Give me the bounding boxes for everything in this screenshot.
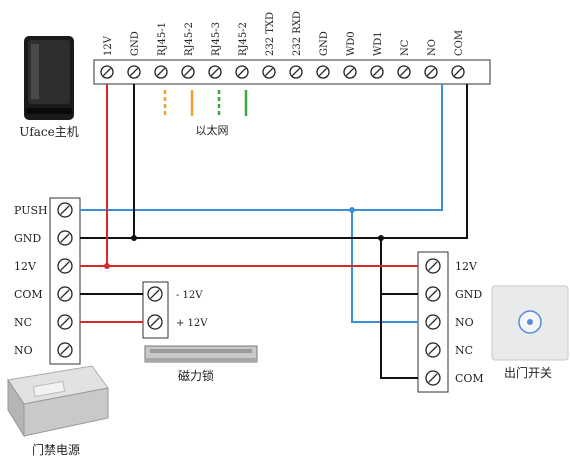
- exit-button-image: [491, 285, 569, 361]
- power-supply-terminal-screw: [57, 286, 73, 302]
- top-terminal-screw: [127, 65, 141, 79]
- top-terminal-screw: [424, 65, 438, 79]
- exit-button-terminal-screw: [425, 370, 441, 386]
- maglock-terminal-label: + 12V: [176, 318, 208, 329]
- top-terminal-screw: [316, 65, 330, 79]
- power-supply-terminal-label: COM: [14, 288, 43, 301]
- exit-button-terminal-screw: [425, 314, 441, 330]
- top-terminal-label: RJ45-1: [157, 22, 168, 56]
- power-supply-label: 门禁电源: [32, 442, 80, 457]
- power-supply-terminal-label: NO: [14, 344, 33, 357]
- top-terminal-label: 232 RXD: [292, 11, 303, 56]
- top-terminal-screw: [208, 65, 222, 79]
- power-supply-terminal-screw: [57, 202, 73, 218]
- top-terminal-label: 12V: [103, 35, 114, 56]
- wire-junctions: [104, 207, 384, 269]
- top-terminal-label: WD0: [346, 31, 357, 56]
- top-terminal-screw: [100, 65, 114, 79]
- maglock-terminal-screw: [147, 314, 163, 330]
- power-supply-terminal-screw: [57, 230, 73, 246]
- exit-button-terminal-block: 12V GND NO NC COM: [417, 251, 484, 393]
- exit-button-terminal-screw: [425, 258, 441, 274]
- exit-button-terminal-label: 12V: [455, 260, 478, 273]
- power-supply-terminal-label: NC: [14, 316, 32, 329]
- maglock-image: [144, 345, 258, 363]
- top-terminal-block: 12V GND RJ45-1 RJ45-2 RJ45-3 RJ45-2 232 TXD 232…: [93, 11, 491, 85]
- top-terminal-screw: [181, 65, 195, 79]
- top-terminal-screw: [289, 65, 303, 79]
- power-supply-terminal-label: PUSH: [14, 204, 48, 217]
- uface-label: Uface主机: [19, 125, 79, 139]
- top-terminal-label: NO: [427, 39, 438, 56]
- maglock-terminal-screw: [147, 286, 163, 302]
- top-terminal-label: 232 TXD: [265, 12, 276, 56]
- exit-button-terminal-screw: [425, 342, 441, 358]
- power-supply-terminal-screw: [57, 342, 73, 358]
- power-supply-terminal-label: GND: [14, 232, 41, 245]
- top-terminal-label: WD1: [373, 31, 384, 56]
- top-terminal-screw: [397, 65, 411, 79]
- maglock-label: 磁力锁: [178, 368, 214, 383]
- wire-push-to-exit-no: [351, 210, 418, 323]
- top-terminal-label: RJ45-2: [238, 22, 249, 56]
- power-supply-terminal-label: 12V: [14, 260, 37, 273]
- top-terminal-screw: [370, 65, 384, 79]
- junction-blue: [349, 207, 355, 213]
- top-terminal-label: RJ45-3: [211, 22, 222, 56]
- top-terminal-label: COM: [454, 30, 465, 56]
- exit-button-terminal-screw: [425, 286, 441, 302]
- exit-button-terminal-label: NO: [455, 316, 474, 329]
- power-supply-terminal-screw: [57, 258, 73, 274]
- top-terminal-screw: [451, 65, 465, 79]
- wire-push-to-no: [80, 84, 443, 211]
- wire-gnd-to-com: [134, 84, 468, 239]
- top-terminal-screw: [235, 65, 249, 79]
- top-terminal-screw: [154, 65, 168, 79]
- junction-black-top: [131, 235, 137, 241]
- power-supply-terminal-screw: [57, 314, 73, 330]
- wires: [80, 84, 468, 379]
- ethernet-label: 以太网: [196, 124, 229, 137]
- junction-black-right: [378, 235, 384, 241]
- power-supply-image: [7, 365, 109, 438]
- power-supply-terminal-block: PUSH GND 12V COM NC NO: [14, 197, 81, 365]
- junction-red: [104, 263, 110, 269]
- top-terminal-screw: [262, 65, 276, 79]
- maglock-terminal-label: - 12V: [176, 290, 203, 301]
- top-terminal-screw: [343, 65, 357, 79]
- exit-button-label: 出门开关: [504, 365, 552, 380]
- maglock-terminal-block: - 12V + 12V: [142, 281, 208, 339]
- wire-gnd-to-exit: [380, 238, 418, 379]
- exit-button-terminal-label: GND: [455, 288, 482, 301]
- exit-button-terminal-label: COM: [455, 372, 484, 385]
- uface-device-image: [24, 36, 74, 120]
- top-terminal-label: RJ45-2: [184, 22, 195, 56]
- exit-button-terminal-label: NC: [455, 344, 473, 357]
- top-terminal-label: NC: [400, 39, 411, 56]
- top-terminal-label: GND: [130, 31, 141, 56]
- top-terminal-label: GND: [319, 31, 330, 56]
- ethernet-wires: [163, 90, 248, 116]
